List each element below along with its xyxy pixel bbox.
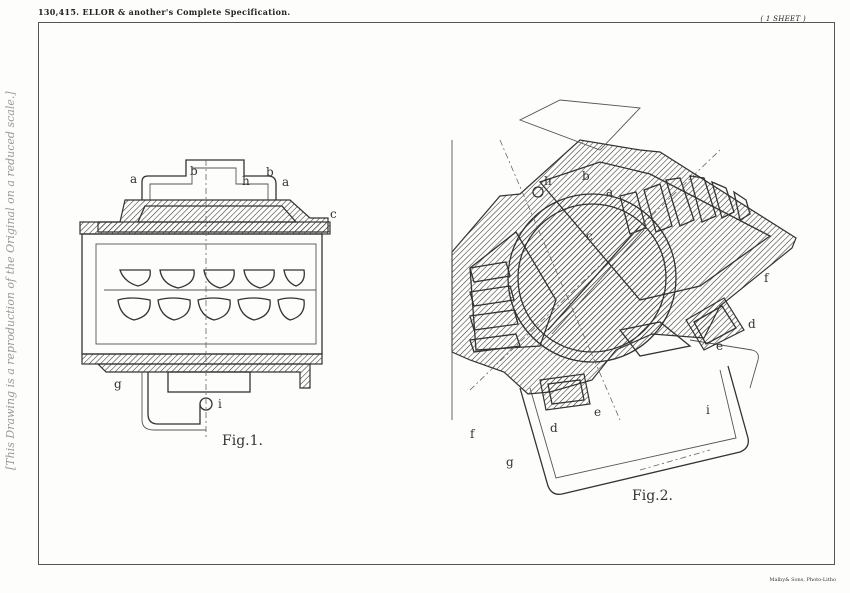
specification-title: 130,415. ELLOR & another's Complete Spec… — [38, 7, 291, 17]
fig2-label-i: i — [706, 403, 710, 417]
fig1-label-i: i — [218, 397, 222, 411]
fig1-drawing — [79, 159, 331, 440]
fig1-label-b-right: b — [266, 165, 274, 179]
fig2-labels: h b a c f d e f d e i g Fig.2. — [470, 169, 770, 504]
fig1-label-h: h — [242, 174, 250, 188]
fig2-label-g: g — [506, 455, 514, 469]
fig1-label-a: a — [130, 172, 137, 186]
drawing-border — [38, 22, 835, 565]
fig1-caption: Fig.1. — [222, 433, 263, 449]
fig2-label-f-right: f — [764, 271, 770, 285]
fig2-label-a: a — [606, 185, 613, 199]
fig1-label-a-right: a — [282, 175, 289, 189]
fig2-label-b: b — [582, 169, 590, 183]
printer-credit: Malby& Sons, Photo-Litho — [769, 577, 836, 583]
fig2-label-d-left: d — [550, 421, 558, 435]
fig1-label-c: c — [330, 207, 337, 221]
fig2-label-e-left: e — [594, 405, 601, 419]
fig2-label-h: h — [544, 174, 552, 188]
fig2-label-f-left: f — [470, 427, 476, 441]
fig2-drawing — [451, 99, 797, 495]
sheet-count: ( 1 SHEET ) — [760, 15, 806, 23]
fig1-label-g: g — [114, 377, 122, 391]
fig2-label-e-right: e — [716, 339, 723, 353]
fig2-caption: Fig.2. — [632, 488, 673, 504]
fig2-label-c: c — [586, 229, 593, 243]
fig2-label-d-right: d — [748, 317, 756, 331]
fig1-label-b: b — [190, 164, 198, 178]
fig1-labels: a b h b a c g i Fig.1. — [114, 164, 337, 449]
